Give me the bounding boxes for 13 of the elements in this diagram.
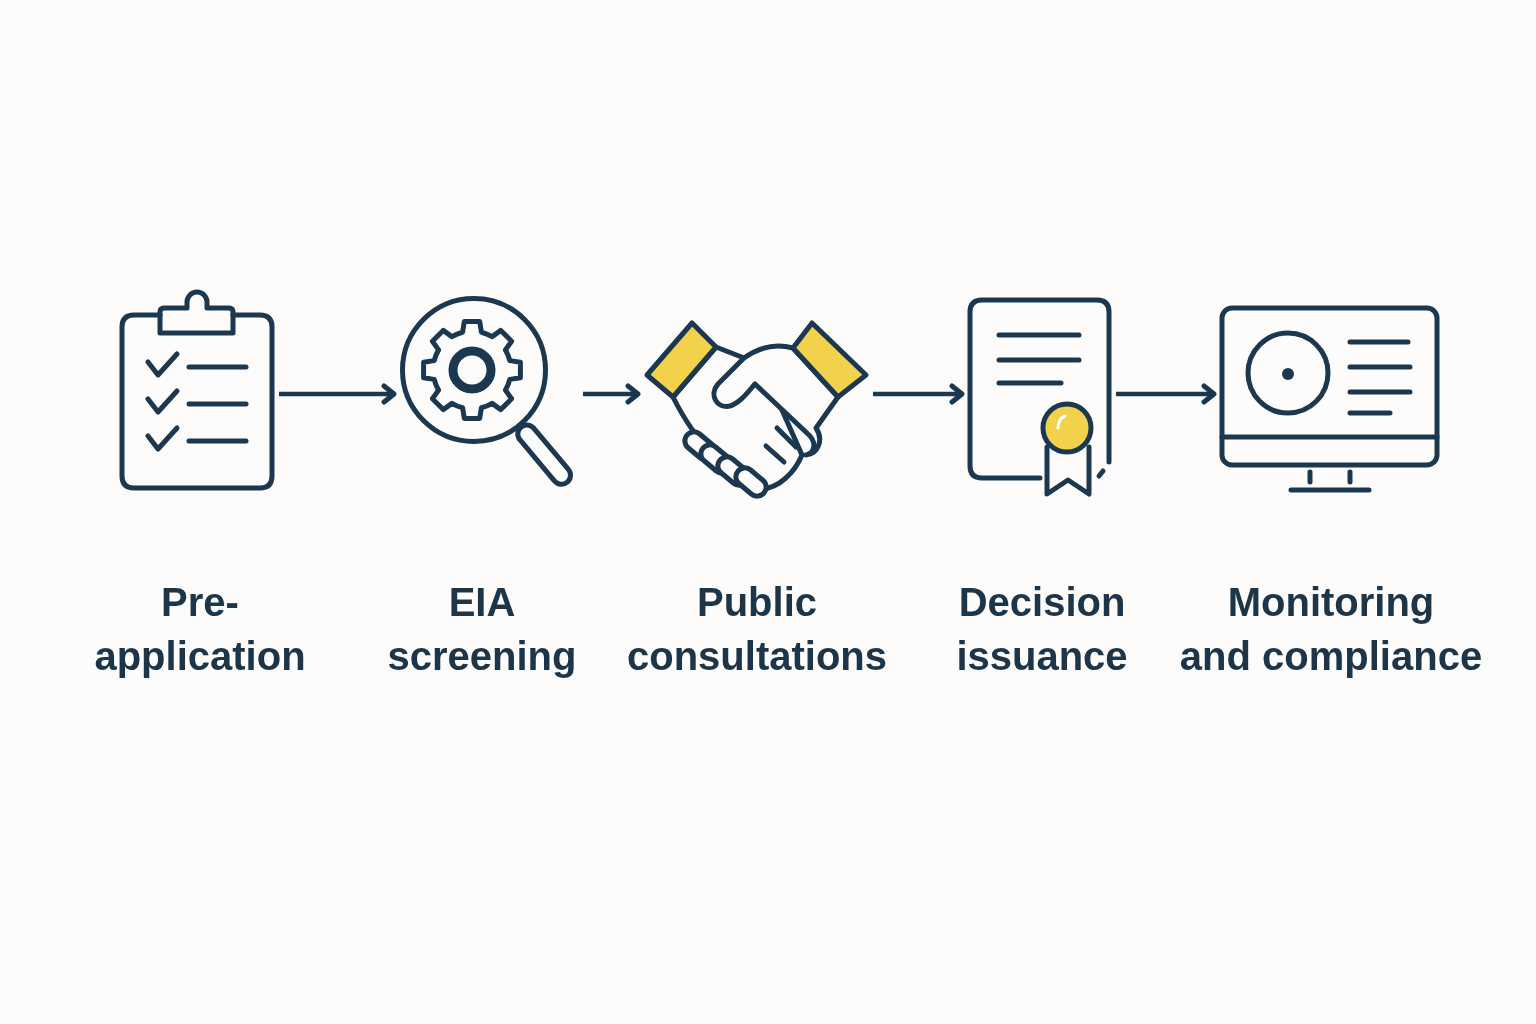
clipboard-checklist-icon [118,287,276,493]
arrow [279,383,397,405]
monitor-icon [1218,304,1441,494]
arrow [583,383,641,405]
step-label: Public consultations [627,579,887,680]
arrow [873,383,965,405]
step-label: Pre- application [94,579,306,680]
certificate-icon [966,296,1113,500]
step-label: Monitoring and compliance [1179,579,1483,680]
step-label: Decision issuance [956,579,1128,680]
handshake-icon [642,318,870,502]
step-label: EIA screening [387,579,577,680]
arrow [1116,383,1217,405]
